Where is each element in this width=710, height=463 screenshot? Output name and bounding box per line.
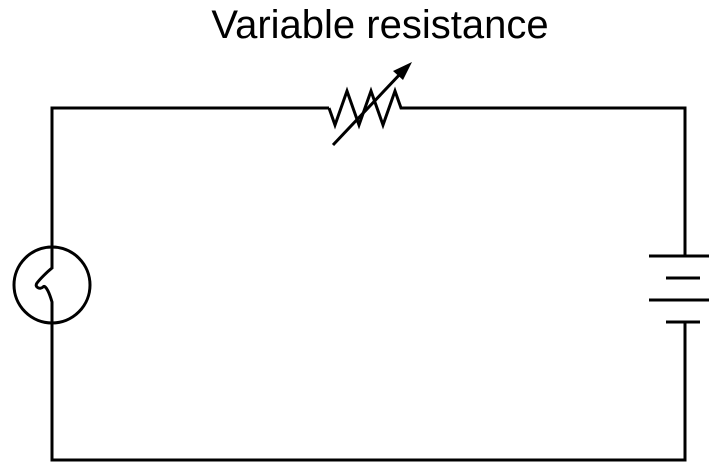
variable-resistance-label: Variable resistance [211,3,549,47]
lamp-bulb-circle [12,245,92,325]
variable-arrow-shaft [331,70,404,147]
top-right-wire [406,106,687,256]
right-lower-wire [50,322,687,462]
variable-resistor [327,62,412,147]
variable-arrow-head [393,62,412,80]
lamp-filament [34,248,54,322]
lamp [12,245,92,325]
top-left-wire [50,106,329,248]
battery [649,254,709,324]
resistor-zigzag [327,86,406,130]
